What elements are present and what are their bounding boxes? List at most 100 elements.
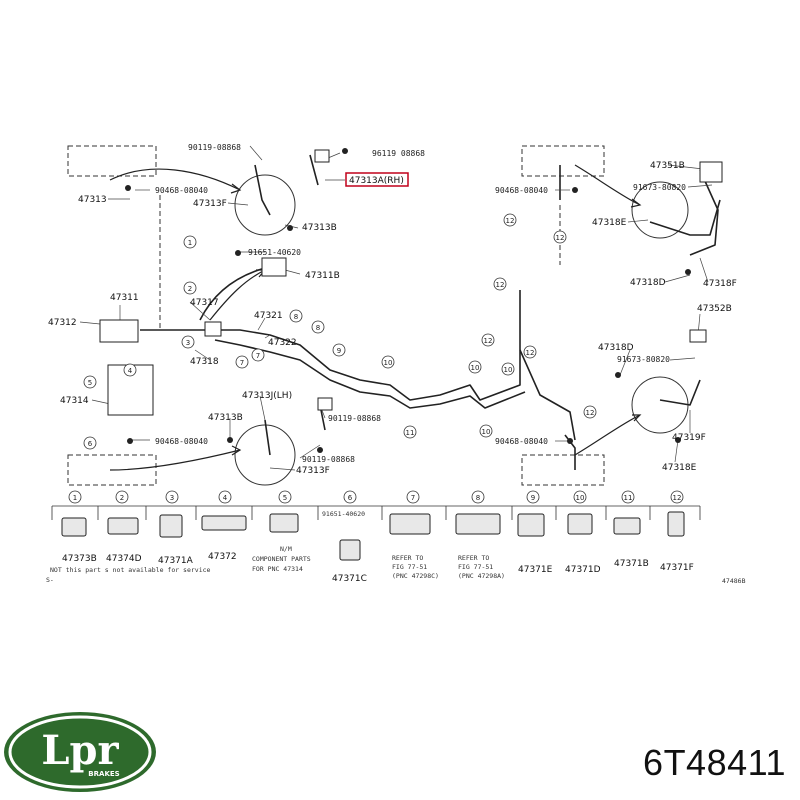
clamp-icon <box>613 517 641 535</box>
ref-box-rear-left <box>521 454 605 486</box>
clamp-icon <box>159 514 183 538</box>
legend-num-9: 9 <box>531 494 535 502</box>
legend-code-9: 47371E <box>518 565 553 575</box>
logo-sub: BRAKES <box>88 770 119 778</box>
note-5b: COMPONENT PARTS <box>252 555 311 563</box>
callout-10: 10 <box>471 364 480 372</box>
legend-num-7: 7 <box>411 494 415 502</box>
callout-1: 1 <box>188 239 192 247</box>
label: 47318E <box>592 218 627 228</box>
legend-num-10: 10 <box>576 494 585 502</box>
label: 91673-80820 <box>633 183 686 192</box>
callout-12: 12 <box>484 337 493 345</box>
legend-code-12: 47371F <box>660 563 694 573</box>
label: 47313 <box>78 195 107 205</box>
label: 47311B <box>305 271 340 281</box>
label: 90468-08040 <box>155 437 208 446</box>
logo-brand: Lpr <box>41 727 119 774</box>
note-8b: FIG 77-51 <box>458 563 493 571</box>
label: 47313F <box>193 199 227 209</box>
label: 90119-08868 <box>188 143 241 152</box>
master-cylinder-block <box>99 319 139 343</box>
clamp-icon <box>201 515 247 531</box>
bracket-47311b <box>261 257 287 277</box>
callout-12: 12 <box>506 217 515 225</box>
label: 47311 <box>110 293 139 303</box>
lpr-logo: Lpr BRAKES <box>4 712 156 792</box>
note-8a: REFER TO <box>458 554 489 562</box>
label: 47352B <box>697 304 732 314</box>
callout-11: 11 <box>406 429 415 437</box>
note-6: 91651-40620 <box>322 510 365 518</box>
clamp-icon <box>61 517 87 537</box>
callout-12: 12 <box>556 234 565 242</box>
note-7b: FIG 77-51 <box>392 563 427 571</box>
label: 47312 <box>48 318 77 328</box>
callout-6: 6 <box>88 440 93 448</box>
legend-num-8: 8 <box>476 494 480 502</box>
disc-front-right <box>234 174 296 236</box>
bracket-47351b <box>699 161 723 183</box>
legend-num-5: 5 <box>283 494 287 502</box>
label: 47313F <box>296 466 330 476</box>
disc-front-left <box>234 424 296 486</box>
footnote-2: S- <box>46 576 54 584</box>
clamp-icon <box>455 513 501 535</box>
disc-rear-right <box>631 181 689 239</box>
clamp-icon <box>269 513 299 533</box>
label: 96119 08868 <box>372 149 425 158</box>
label: 91651-40620 <box>248 248 301 257</box>
legend-code-4: 47372 <box>208 552 237 562</box>
legend-num-6: 6 <box>348 494 353 502</box>
label: 47351B <box>650 161 685 171</box>
label: 47318D <box>598 343 634 353</box>
clamp-icon <box>567 513 593 535</box>
callout-3: 3 <box>186 339 190 347</box>
legend-code-10: 47371D <box>565 565 601 575</box>
callout-10: 10 <box>384 359 393 367</box>
note-7a: REFER TO <box>392 554 423 562</box>
label: 47319F <box>672 433 706 443</box>
part-number: 6T48411 <box>643 742 786 783</box>
legend-code-1: 47373B <box>62 554 97 564</box>
legend-num-2: 2 <box>120 494 124 502</box>
callout-4: 4 <box>128 367 133 375</box>
label: 90119-08868 <box>328 414 381 423</box>
secondary-brake-line <box>214 339 526 409</box>
legend-code-11: 47371B <box>614 559 649 569</box>
legend-num-12: 12 <box>673 494 682 502</box>
clamp-icon <box>667 511 685 537</box>
legend-code-2: 47374D <box>106 554 142 564</box>
label: 47322 <box>268 338 297 348</box>
callout-12: 12 <box>586 409 595 417</box>
label: 47321 <box>254 311 283 321</box>
callout-10: 10 <box>482 428 491 436</box>
legend-code-3: 47371A <box>158 556 194 566</box>
legend-num-11: 11 <box>624 494 633 502</box>
bracket-47352b <box>689 329 707 343</box>
footnote: NOT this part s not available for servic… <box>50 566 211 574</box>
label: 90468-08040 <box>155 186 208 195</box>
label: 47314 <box>60 396 89 406</box>
label: 47318F <box>703 279 737 289</box>
label: 90468-08040 <box>495 186 548 195</box>
label-47313a: 47313A(RH) <box>349 176 404 186</box>
junction-block <box>204 321 222 337</box>
label: 47317 <box>190 298 219 308</box>
label: 47313B <box>208 413 243 423</box>
callout-8: 8 <box>294 313 298 321</box>
callout-12: 12 <box>496 281 505 289</box>
label: 47313B <box>302 223 337 233</box>
callout-10: 10 <box>504 366 513 374</box>
label: 90468-08040 <box>495 437 548 446</box>
note-8c: (PNC 47298A) <box>458 572 505 580</box>
note-5a: N/M <box>280 545 292 553</box>
callout-12: 12 <box>526 349 535 357</box>
disc-rear-left <box>631 376 689 434</box>
callout-7: 7 <box>256 352 260 360</box>
legend-num-1: 1 <box>73 494 77 502</box>
callout-2: 2 <box>188 285 192 293</box>
label: 47313J(LH) <box>242 391 292 401</box>
rear-left-line <box>519 349 576 441</box>
